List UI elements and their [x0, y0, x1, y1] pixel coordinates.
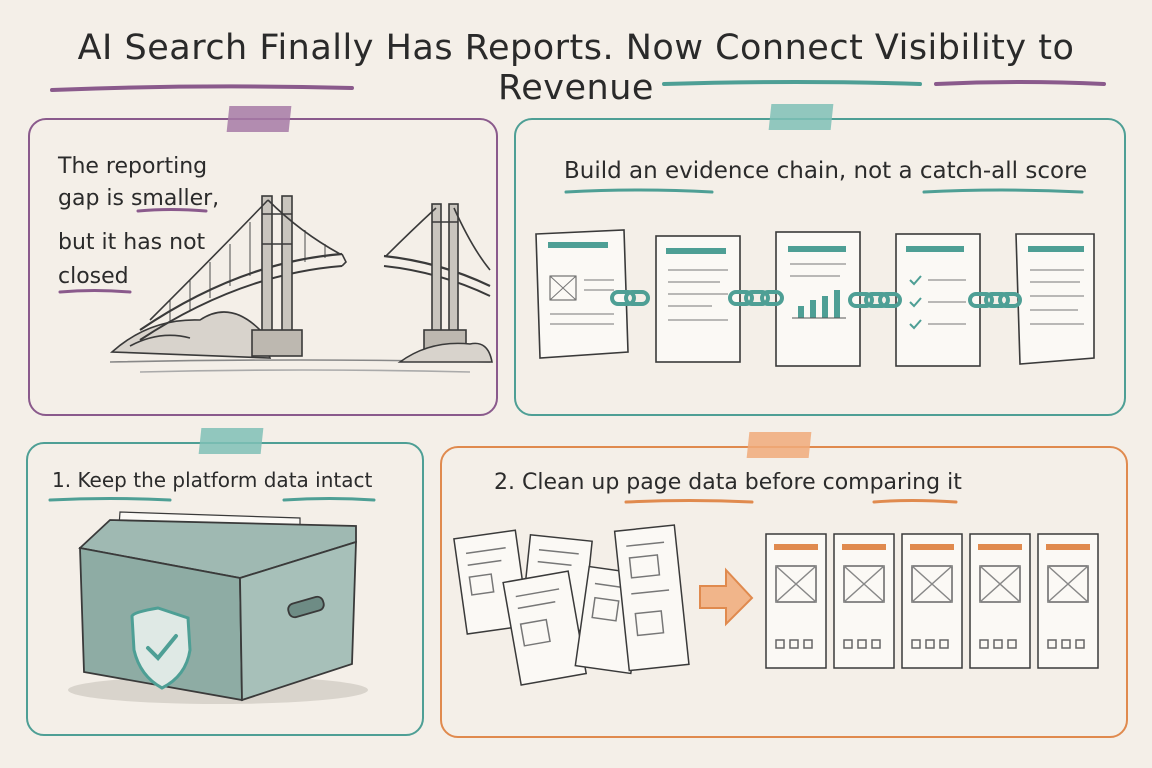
- evidence-doc-3: [775, 231, 861, 367]
- evidence-chain-heading: Build an evidence chain, not a catch-all…: [564, 158, 1088, 184]
- tape-orange: [746, 432, 812, 458]
- messy-pages: [453, 524, 690, 686]
- page-title: AI Search Finally Has Reports. Now Conne…: [77, 28, 1075, 108]
- tape-teal-bottom: [198, 428, 264, 454]
- chain-link-2: [728, 290, 784, 306]
- gap-text-line-2: gap is smaller,: [58, 186, 220, 211]
- archive-box-illustration: [68, 511, 368, 704]
- title-underline-1: [50, 84, 354, 92]
- clean-page-1: [765, 533, 827, 669]
- title-underline-3: [934, 80, 1106, 86]
- tape-purple: [226, 106, 292, 132]
- clean-page-2: [833, 533, 895, 669]
- transform-arrow: [699, 567, 754, 627]
- chain-link-3: [848, 292, 902, 308]
- evidence-chain-underline: [564, 188, 714, 194]
- chain-link-4: [968, 292, 1022, 308]
- clean-page-5: [1037, 533, 1099, 669]
- comparing-underline: [872, 499, 958, 504]
- broken-bridge-illustration: [109, 195, 493, 373]
- gap-text-line-4: closed: [58, 264, 129, 289]
- closed-underline: [58, 289, 132, 294]
- gap-text-line-1: The reporting: [58, 154, 208, 179]
- title-underline-2: [662, 80, 922, 86]
- evidence-doc-5: [1015, 233, 1095, 365]
- catch-all-underline: [922, 188, 1084, 194]
- clean-page-data-heading: 2. Clean up page data before comparing i…: [494, 470, 962, 495]
- clean-page-3: [901, 533, 963, 669]
- chain-link-1: [610, 290, 650, 306]
- platform-underline-2: [282, 497, 376, 502]
- clean-page-4: [969, 533, 1031, 669]
- evidence-chain: [535, 229, 1095, 367]
- platform-underline: [48, 497, 172, 502]
- platform-data-heading: 1. Keep the platform data intact: [52, 468, 373, 492]
- page-data-underline: [624, 499, 754, 504]
- clean-pages: [765, 533, 1099, 669]
- tape-teal-top: [768, 104, 834, 130]
- evidence-doc-2: [655, 235, 741, 363]
- smaller-underline: [136, 208, 208, 213]
- evidence-doc-1: [535, 229, 629, 359]
- gap-text-line-3: but it has not: [58, 230, 206, 255]
- evidence-doc-4: [895, 233, 981, 367]
